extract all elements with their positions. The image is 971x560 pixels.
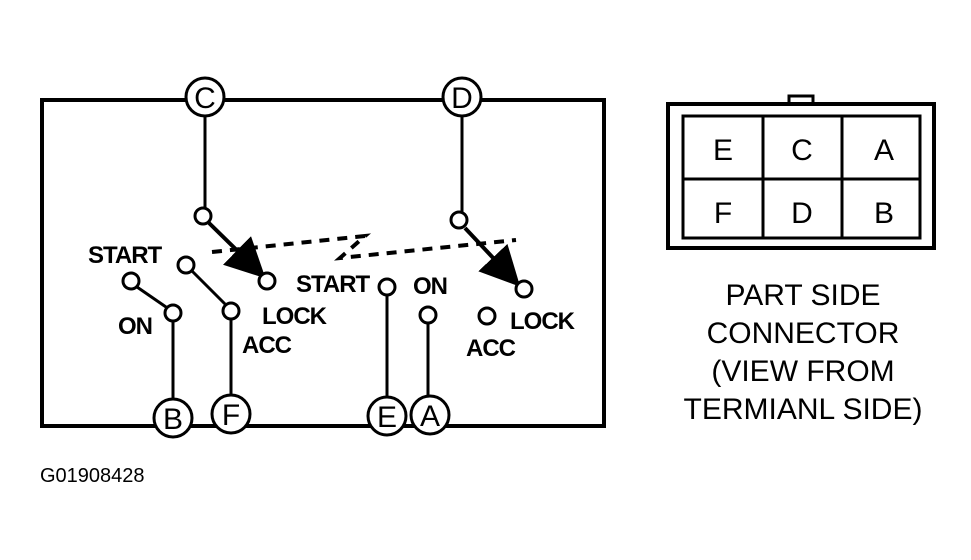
left-acc-label: ACC: [242, 332, 292, 359]
figure-id: G01908428: [40, 465, 145, 487]
terminal-e-label: E: [377, 401, 397, 434]
connector-caption-line-2: CONNECTOR: [707, 317, 900, 350]
terminal-f-label: F: [222, 399, 240, 432]
connector-face: E C A F D B: [666, 94, 936, 250]
terminal-d-label: D: [451, 82, 473, 115]
linkage-dashed: [211, 233, 517, 261]
wiper-right: [463, 226, 521, 287]
left-start-label: START: [88, 242, 163, 269]
connector-cell-f: F: [714, 197, 732, 230]
left-on-contact: [163, 303, 183, 323]
right-lock-label: LOCK: [510, 308, 576, 335]
left-start-link: [136, 285, 167, 309]
right-acc-label: ACC: [466, 335, 516, 362]
left-on-label: ON: [118, 313, 152, 340]
connector-caption-line-4: TERMIANL SIDE): [684, 393, 923, 426]
connector-caption-line-1: PART SIDE: [725, 279, 880, 312]
pivot-left: [193, 206, 213, 226]
connector-caption-line-3: (VIEW FROM: [711, 355, 894, 388]
connector-cell-c: C: [791, 134, 813, 167]
left-acc-top-contact: [176, 255, 196, 275]
left-lock-contact: [257, 271, 277, 291]
wiper-left: [207, 221, 266, 279]
terminal-a: A: [409, 394, 451, 436]
pivot-right: [449, 210, 469, 230]
right-start-label: START: [296, 271, 371, 298]
right-on-label: ON: [413, 273, 447, 300]
terminal-f: F: [210, 393, 252, 435]
right-on-contact: [418, 305, 438, 325]
connector-cell-e: E: [713, 134, 733, 167]
connector-cell-b: B: [874, 197, 894, 230]
connector-cell-d: D: [791, 197, 813, 230]
right-start-contact: [377, 277, 397, 297]
switch-body: [40, 98, 606, 428]
terminal-b-label: B: [163, 403, 183, 436]
terminal-d: D: [441, 76, 483, 118]
connector-housing: [666, 102, 936, 250]
terminal-c: C: [184, 76, 226, 118]
right-acc-contact: [477, 306, 497, 326]
terminal-a-label: A: [420, 400, 440, 433]
terminal-b: B: [152, 397, 194, 439]
left-acc-contact: [221, 301, 241, 321]
left-lock-label: LOCK: [262, 303, 328, 330]
left-acc-link: [190, 269, 227, 306]
terminal-e: E: [366, 395, 408, 437]
right-lock-contact: [514, 279, 534, 299]
terminal-c-label: C: [194, 82, 216, 115]
left-start-contact: [121, 271, 141, 291]
connector-cell-a: A: [874, 134, 894, 167]
connector-grid: [681, 114, 922, 240]
